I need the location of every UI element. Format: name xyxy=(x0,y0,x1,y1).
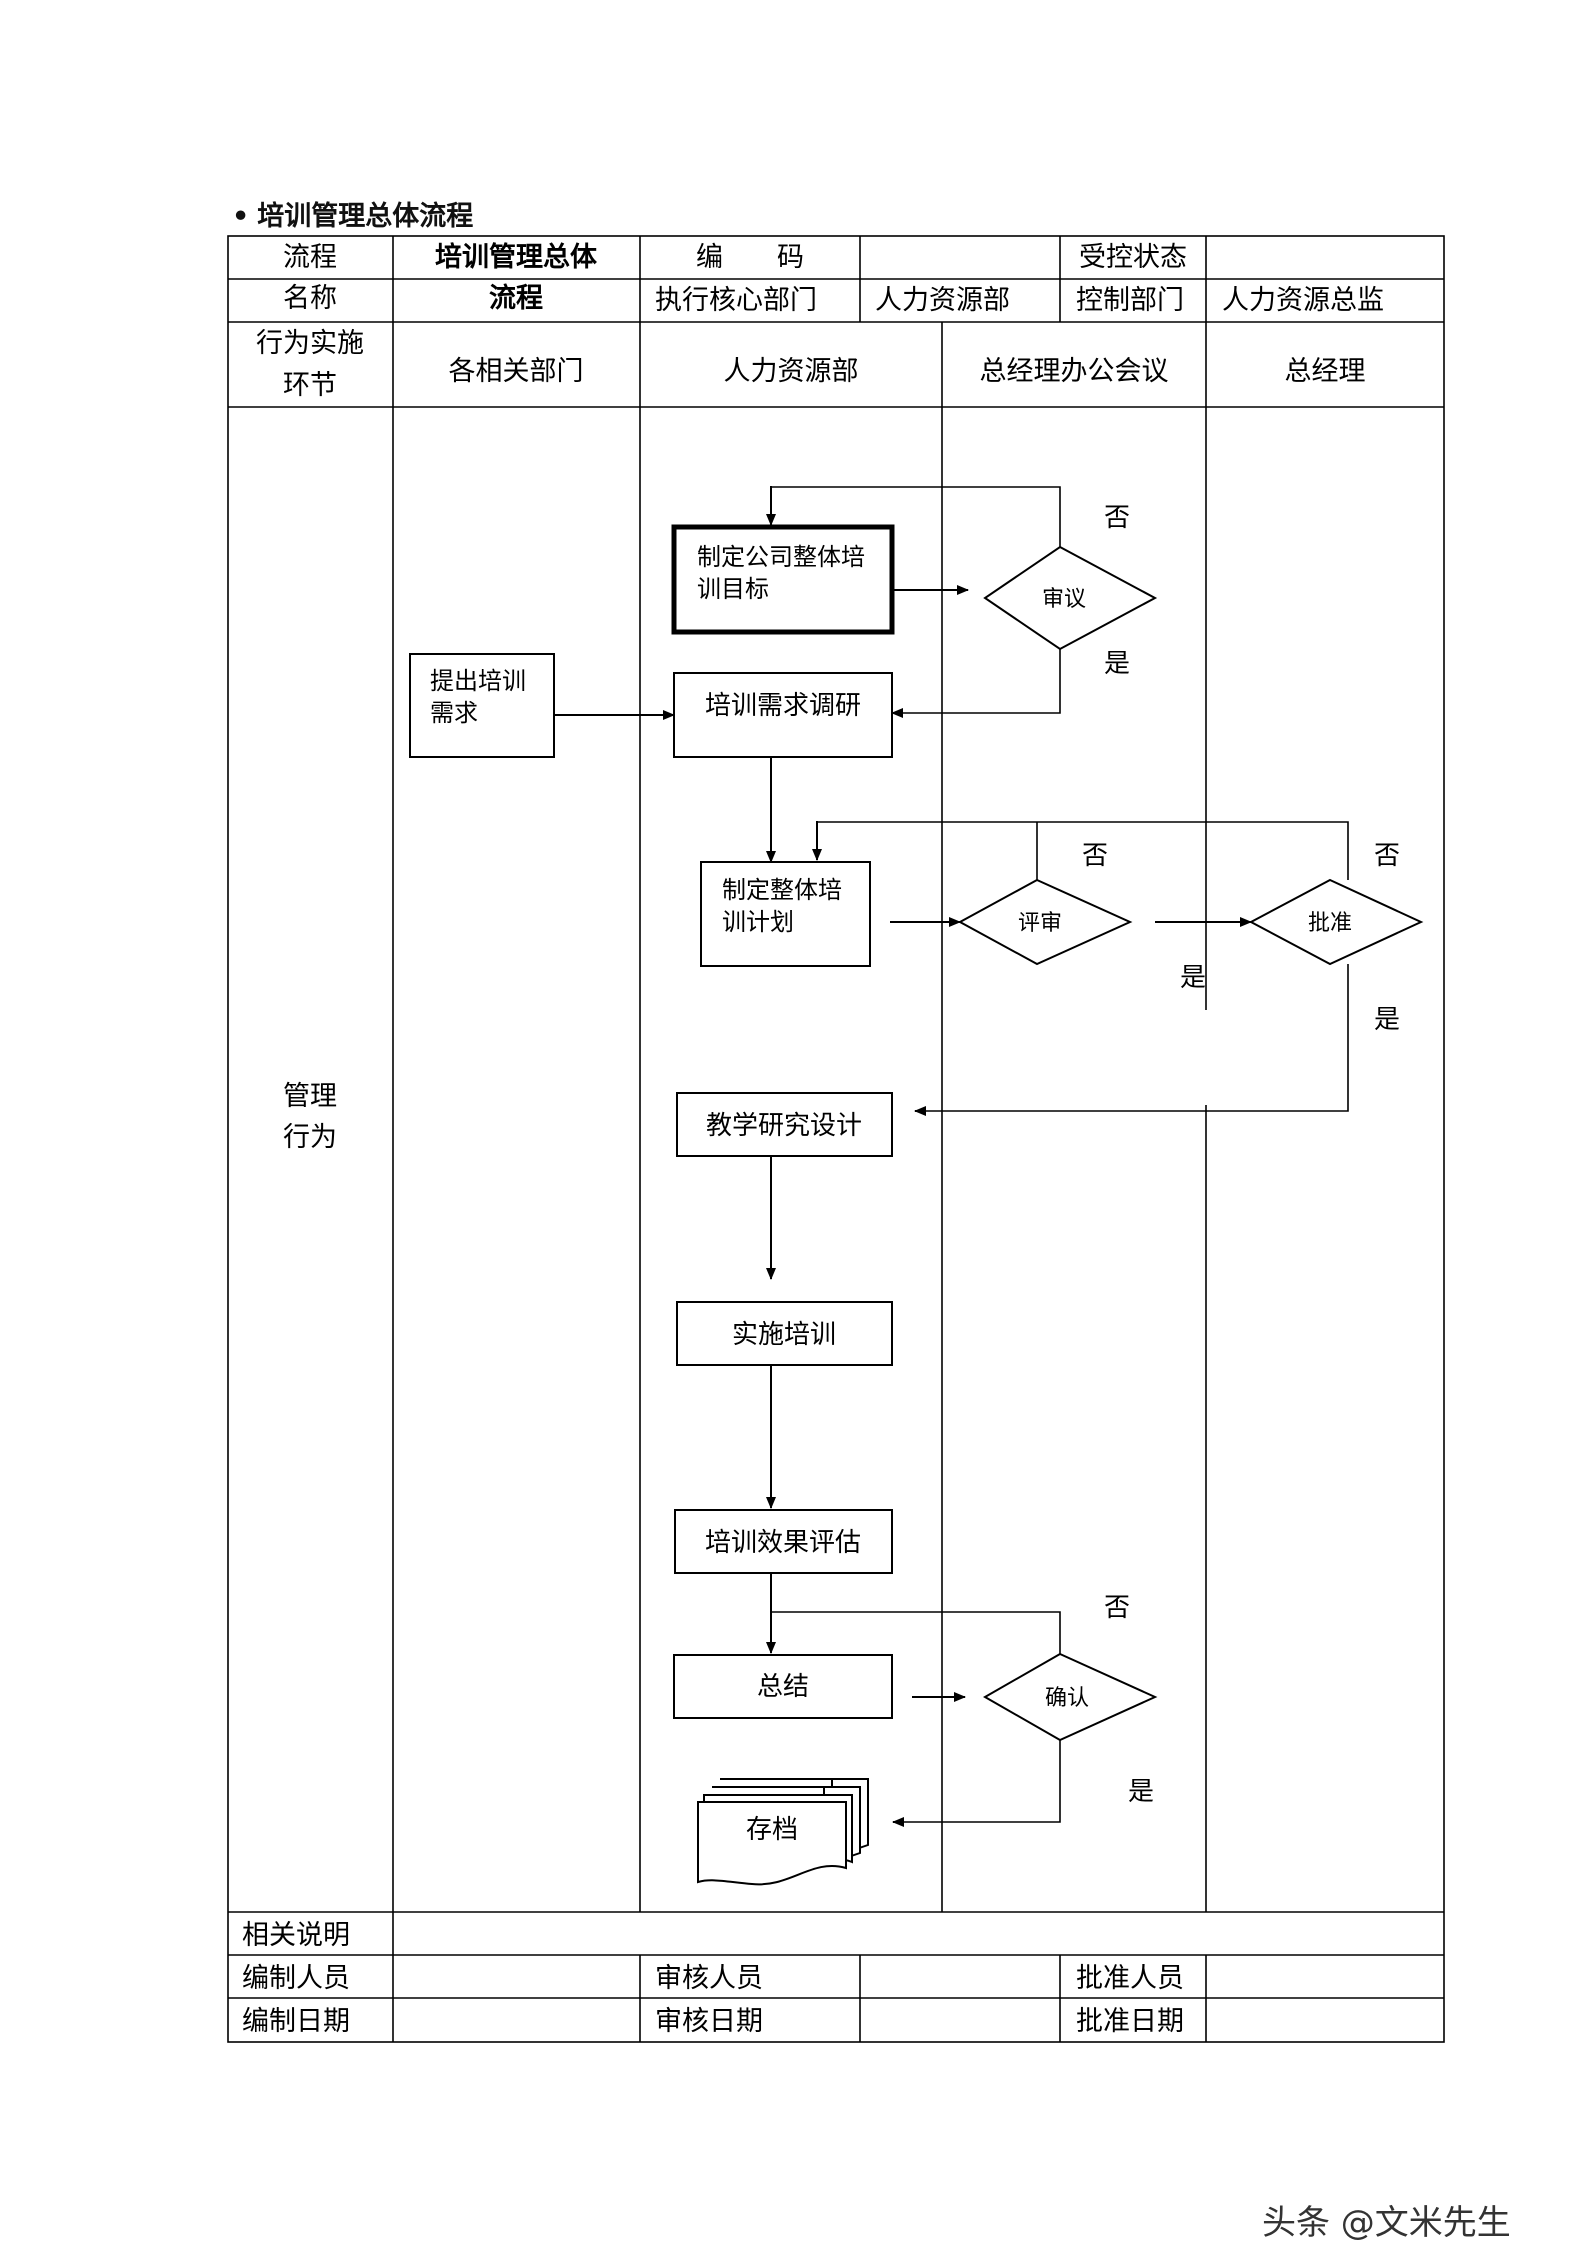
control-dept-value: 人力资源总监 xyxy=(1222,285,1384,316)
flow-name-label-2: 名称 xyxy=(283,283,337,314)
compiler-label: 编制人员 xyxy=(242,1963,350,1994)
node-evaluate-text: 培训效果评估 xyxy=(705,1528,861,1558)
reviewer-label: 审核人员 xyxy=(655,1963,763,1994)
label-yes-approve: 是 xyxy=(1374,1005,1400,1035)
code-label: 编 码 xyxy=(696,242,804,273)
footer-cells: 相关说明 编制人员 审核人员 批准人员 编制日期 审核日期 批准日期 xyxy=(242,1920,1184,2037)
lane-header-gm: 总经理 xyxy=(1285,356,1366,387)
decision-deliberate-text: 审议 xyxy=(1042,587,1086,612)
label-yes-deliberate: 是 xyxy=(1104,649,1130,679)
branch-labels: 否 是 否 否 是 是 否 是 xyxy=(1082,503,1400,1807)
label-no-review: 否 xyxy=(1082,841,1108,871)
node-teaching-design-text: 教学研究设计 xyxy=(706,1111,862,1141)
body-label-2: 行为 xyxy=(283,1122,337,1153)
decision-approve: 批准 xyxy=(1248,878,1424,966)
decision-deliberate: 审议 xyxy=(983,545,1158,651)
header-cells: 流程 名称 培训管理总体 流程 编 码 受控状态 执行核心部门 人力资源部 控制… xyxy=(256,242,1384,1153)
exec-dept-label: 执行核心部门 xyxy=(655,285,817,316)
node-evaluate: 培训效果评估 xyxy=(674,1509,893,1574)
node-make-plan-line2: 训计划 xyxy=(722,908,794,936)
label-no-approve: 否 xyxy=(1374,841,1400,871)
node-needs-survey: 培训需求调研 xyxy=(673,672,893,758)
section-title: •培训管理总体流程 xyxy=(232,194,473,233)
node-implement: 实施培训 xyxy=(676,1301,893,1366)
exec-dept-value: 人力资源部 xyxy=(875,285,1010,316)
node-teaching-design: 教学研究设计 xyxy=(676,1092,893,1157)
node-propose-needs-line1: 提出培训 xyxy=(430,667,526,695)
control-dept-label: 控制部门 xyxy=(1076,285,1184,316)
table-grid xyxy=(227,235,1445,2043)
node-summary: 总结 xyxy=(673,1654,893,1719)
node-implement-text: 实施培训 xyxy=(732,1320,836,1350)
flow-name-value-2: 流程 xyxy=(489,283,543,314)
flow-name-value-1: 培训管理总体 xyxy=(435,242,598,273)
approver-label: 批准人员 xyxy=(1076,1963,1184,1994)
node-set-goals: 制定公司整体培 训目标 xyxy=(671,524,895,635)
flow-name-label-1: 流程 xyxy=(283,242,337,273)
approve-date-label: 批准日期 xyxy=(1076,2006,1184,2037)
label-yes-review: 是 xyxy=(1180,963,1206,993)
node-make-plan-line1: 制定整体培 xyxy=(722,876,842,904)
body-label-1: 管理 xyxy=(283,1081,337,1112)
decision-approve-text: 批准 xyxy=(1308,911,1352,936)
label-no-deliberate: 否 xyxy=(1104,503,1130,533)
lane-header-gm-meeting: 总经理办公会议 xyxy=(980,356,1169,387)
node-summary-text: 总结 xyxy=(757,1672,809,1702)
section-title-text: 培训管理总体流程 xyxy=(257,201,474,232)
notes-label: 相关说明 xyxy=(242,1920,350,1951)
node-needs-survey-text: 培训需求调研 xyxy=(705,691,861,721)
row-label-2: 环节 xyxy=(283,370,337,401)
decision-review: 评审 xyxy=(957,878,1133,966)
node-make-plan: 制定整体培 训计划 xyxy=(700,861,871,967)
node-set-goals-line1: 制定公司整体培 xyxy=(697,543,865,571)
flow-nodes: 制定公司整体培 训目标 提出培训 需求 培训需求调研 制定整体培 训计划 教学研… xyxy=(409,524,1424,1886)
node-propose-needs-line2: 需求 xyxy=(430,699,478,727)
label-yes-confirm: 是 xyxy=(1128,1777,1154,1807)
watermark: 头条 @文米先生 xyxy=(1262,2203,1511,2243)
decision-confirm-text: 确认 xyxy=(1045,1686,1089,1711)
bullet-icon: • xyxy=(232,201,250,232)
node-set-goals-line2: 训目标 xyxy=(697,575,769,603)
row-label-1: 行为实施 xyxy=(256,328,364,359)
decision-review-text: 评审 xyxy=(1018,911,1062,936)
node-archive-text: 存档 xyxy=(746,1815,798,1845)
lane-header-departments: 各相关部门 xyxy=(449,356,584,387)
connectors xyxy=(554,486,1349,1827)
lane-header-hr: 人力资源部 xyxy=(724,356,859,387)
label-no-confirm: 否 xyxy=(1104,1593,1130,1623)
status-label: 受控状态 xyxy=(1079,242,1187,273)
node-archive: 存档 xyxy=(697,1778,869,1886)
review-date-label: 审核日期 xyxy=(655,2006,763,2037)
decision-confirm: 确认 xyxy=(982,1652,1158,1742)
compile-date-label: 编制日期 xyxy=(242,2006,350,2037)
node-propose-needs: 提出培训 需求 xyxy=(409,653,555,758)
